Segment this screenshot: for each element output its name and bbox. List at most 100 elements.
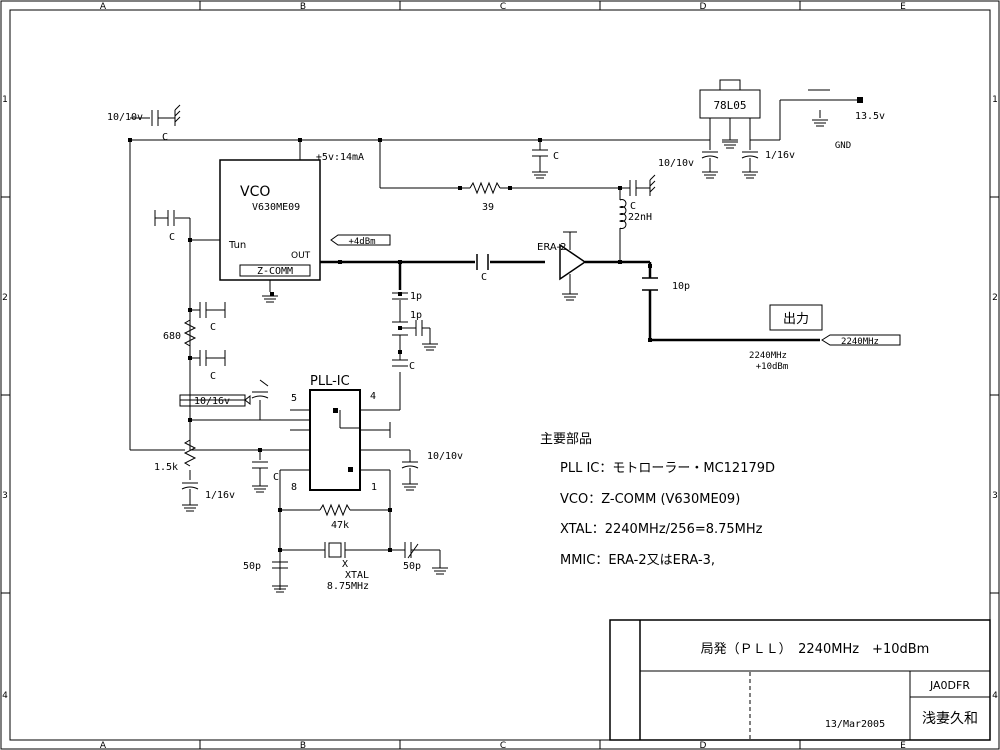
loop-electrolytic: 10/16v — [179, 379, 269, 407]
col-label-e-top: E — [900, 2, 906, 12]
crystal-frequency: 8.75MHz — [327, 581, 369, 592]
pll-pin-8: 8 — [291, 482, 297, 493]
row-label-4-right: 4 — [992, 691, 998, 701]
supply-voltage-label: 13.5v — [855, 111, 885, 122]
top-left-capacitor — [151, 104, 181, 126]
vco-supply-label: +5v:14mA — [316, 152, 364, 163]
potentiometer-1-5k — [183, 439, 198, 467]
output-freq-tag-text: 2240MHz — [841, 337, 879, 347]
col-label-e-bottom: E — [900, 741, 906, 750]
output-cap-10p — [642, 277, 658, 291]
inductor-label: 22nH — [628, 212, 652, 223]
loop-elec-rating: 10/16v — [194, 396, 230, 407]
resistor-39 — [469, 181, 501, 195]
pot-electrolytic — [181, 482, 199, 505]
regulator-78l05: 78L05 — [699, 79, 761, 119]
output-level: +10dBm — [756, 362, 789, 372]
resistor-47k-label: 47k — [331, 520, 349, 531]
mmic-name: ERA-2 — [537, 242, 566, 253]
wires — [129, 99, 860, 480]
resistor-680 — [183, 319, 197, 347]
title-block-title: 局発（ＰＬＬ） 2240MHz +10dBm — [701, 642, 930, 657]
vco-output-tag: +4dBm — [330, 234, 391, 247]
col-label-d-bottom: D — [700, 741, 707, 750]
feedback-cap-1p-a: 1p — [410, 291, 422, 302]
parts-item-mmic: MMIC：ERA-2又はERA-3, — [560, 553, 715, 568]
ground-symbols — [182, 119, 828, 593]
coupling-cap-label: C — [481, 272, 487, 283]
reg-in-cap-label: 1/16v — [765, 150, 795, 161]
resistor-680-label: 680 — [163, 331, 181, 342]
ground-label: GND — [835, 141, 851, 151]
feedback-caps — [392, 292, 431, 367]
col-label-a-top: A — [100, 2, 107, 12]
decoupling-cap-540 — [532, 149, 548, 172]
row-label-2-right: 2 — [992, 293, 998, 303]
parts-item-xtal: XTAL：2240MHz/256=8.75MHz — [560, 522, 763, 537]
title-block-callsign: JA0DFR — [929, 679, 970, 692]
tun-cap-label: C — [169, 232, 175, 243]
col-label-b-top: B — [300, 2, 306, 12]
rf-path — [320, 260, 820, 342]
row-label-3-right: 3 — [992, 491, 998, 501]
output-freq-tag: 2240MHz — [821, 334, 901, 347]
output-label: 出力 — [783, 312, 809, 327]
title-block-author: 浅妻久和 — [922, 711, 978, 727]
crystal-label: XTAL — [345, 570, 369, 581]
regulator-input-terminal: 13.5v GND — [808, 89, 885, 151]
pot-elec-rating: 1/16v — [205, 490, 235, 501]
pll-title: PLL-IC — [310, 374, 350, 389]
col-label-d-top: D — [700, 2, 707, 12]
vco-pin-tun: Tun — [228, 240, 246, 251]
pll-pins — [252, 409, 419, 590]
reg-out-cap-label: 10/10v — [658, 158, 694, 169]
potentiometer-label: 1.5k — [154, 462, 178, 473]
top-left-cap-label: C — [162, 132, 168, 143]
row-label-1-right: 1 — [992, 95, 998, 105]
crystal-cap-right: 50p — [403, 561, 421, 572]
col-label-c-top: C — [500, 2, 506, 12]
feedback-path — [360, 300, 416, 411]
resistor-39-label: 39 — [482, 202, 494, 213]
vco-title: VCO — [240, 184, 270, 200]
output-frequency: 2240MHz — [749, 351, 787, 361]
output-box: 出力 — [769, 304, 823, 331]
bypass-cap-630 — [629, 174, 656, 196]
regulator-name: 78L05 — [713, 99, 746, 112]
mmic-amplifier: ERA-2 — [537, 231, 587, 294]
loop-caps — [154, 210, 226, 366]
row-label-3-left: 3 — [2, 491, 8, 501]
row-label-2-left: 2 — [2, 293, 8, 303]
col-label-a-bottom: A — [100, 741, 107, 750]
title-block — [609, 619, 991, 741]
output-cap-label: 10p — [672, 281, 690, 292]
vco-pin-out: OUT — [291, 251, 311, 261]
loop-cap2-label: C — [210, 371, 216, 382]
vco-block: VCO V630ME09 Tun OUT Z-COMM — [219, 159, 321, 281]
inductor-22nh — [618, 199, 627, 229]
pll-pin-4: 4 — [370, 391, 376, 402]
parts-heading: 主要部品 — [540, 432, 592, 447]
row-label-1-left: 1 — [2, 95, 8, 105]
col-label-b-bottom: B — [300, 741, 306, 750]
parts-item-vco: VCO：Z-COMM (V630ME09) — [560, 492, 740, 507]
coupling-cap-era — [476, 254, 489, 270]
col-label-c-bottom: C — [500, 741, 506, 750]
vco-part-number: V630ME09 — [252, 202, 300, 213]
feedback-cap-c: C — [409, 361, 415, 372]
pll-pin-1: 1 — [371, 482, 377, 493]
title-block-date: 13/Mar2005 — [825, 719, 885, 730]
crystal-cap-left: 50p — [243, 561, 261, 572]
row-label-4-left: 4 — [2, 691, 8, 701]
bypass-cap-label: C — [630, 201, 636, 212]
feedback-cap-1p-b: 1p — [410, 310, 422, 321]
loop-cap1-label: C — [210, 322, 216, 333]
pll-pin-5: 5 — [291, 393, 297, 404]
regulator-caps — [701, 139, 759, 172]
vco-output-level: +4dBm — [348, 237, 375, 247]
crystal-designator: X — [342, 559, 348, 570]
decoupling-cap-label: C — [553, 151, 559, 162]
pll-right-elec-rating: 10/10v — [427, 451, 463, 462]
